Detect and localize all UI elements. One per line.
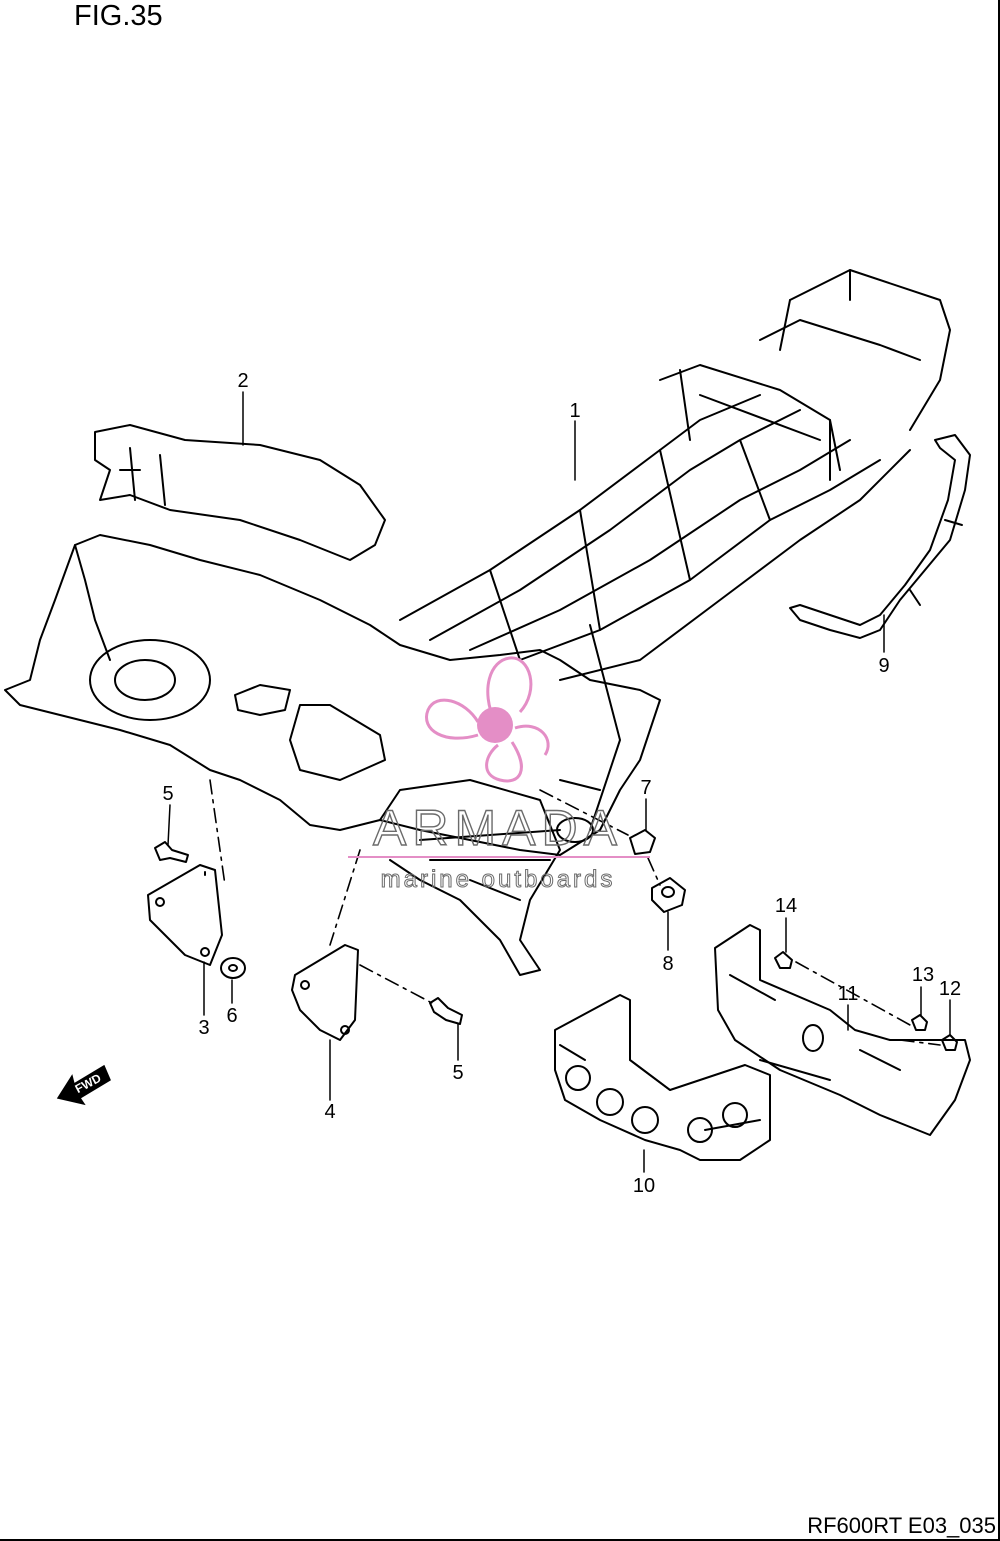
callout-2: 2 [237, 370, 248, 392]
callout-11: 11 [838, 983, 859, 1005]
fwd-direction-arrow: FWD [56, 1064, 111, 1106]
callout-5-upper: 5 [162, 783, 173, 805]
callout-8: 8 [662, 953, 673, 975]
fwd-arrow-icon [56, 1064, 111, 1106]
part-5-bolt-upper [154, 841, 189, 863]
callout-12: 12 [939, 978, 961, 1000]
part-11-side-panel [714, 924, 971, 1136]
bottom-border [0, 1539, 1000, 1541]
propeller-logo-icon [425, 656, 550, 783]
part-1-main-frame [4, 269, 951, 976]
watermark-brand: ARMADA [373, 800, 623, 856]
armada-watermark: ARMADA marine outboards [348, 656, 650, 894]
part-2-frame-cover [94, 424, 386, 561]
assembly-dashed-lines [209, 779, 941, 1046]
leader-lines [167, 391, 951, 1173]
part-10-lower-guard [554, 994, 771, 1161]
callout-3: 3 [198, 1017, 209, 1039]
callout-7: 7 [640, 777, 651, 799]
watermark-tagline: marine outboards [381, 866, 616, 893]
figure-title: FIG.35 [74, 0, 163, 32]
callout-10: 10 [633, 1175, 655, 1197]
callout-4: 4 [324, 1101, 335, 1123]
part-7-grommet [629, 829, 656, 855]
callout-14: 14 [775, 895, 797, 917]
part-12-screw [941, 1034, 958, 1051]
right-border [998, 0, 1000, 1541]
part-8-damper [651, 877, 686, 913]
callout-6: 6 [226, 1005, 237, 1027]
callout-1: 1 [569, 400, 580, 422]
callout-9: 9 [878, 655, 889, 677]
callout-13: 13 [912, 964, 934, 986]
part-9-rear-bracket [789, 434, 971, 639]
drawing-code: RF600RT E03_035 [807, 1513, 996, 1538]
callout-labels: 1 2 3 4 5 5 6 7 8 9 10 11 12 13 14 [162, 370, 961, 1197]
callout-5-lower: 5 [452, 1062, 463, 1084]
part-13-screw [911, 1014, 928, 1031]
part-14-screw [774, 951, 793, 969]
part-6-washer [220, 957, 246, 979]
part-4-bracket [291, 944, 359, 1041]
part-3-bracket [147, 864, 223, 966]
part-5-bolt-lower [429, 997, 463, 1025]
